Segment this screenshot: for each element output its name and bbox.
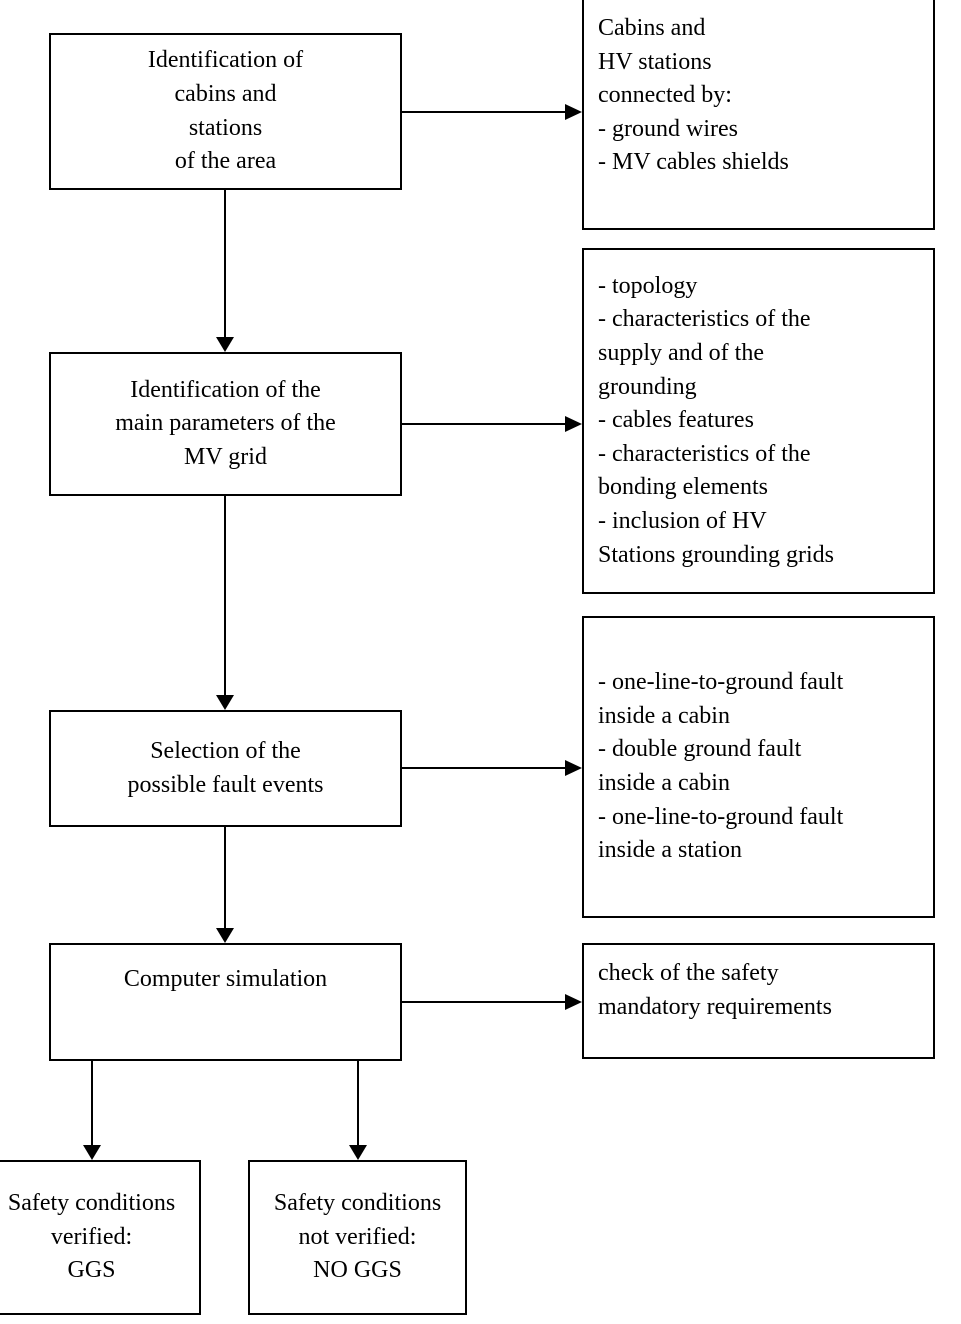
note-label: - one-line-to-ground fault inside a cabi… bbox=[598, 669, 844, 864]
connector-step2-note2 bbox=[402, 423, 567, 425]
connector-simulation-not-verified bbox=[357, 1061, 359, 1147]
connector-step4-note4 bbox=[402, 1001, 567, 1003]
step-box-computer-simulation: Computer simulation bbox=[49, 943, 402, 1061]
connector-step2-step3 bbox=[224, 496, 226, 697]
arrow-down-icon bbox=[216, 695, 234, 710]
step-label: Identification of cabins and stations of… bbox=[147, 47, 304, 175]
step-label: Computer simulation bbox=[123, 966, 328, 992]
note-label: - topology - characteristics of the supp… bbox=[598, 272, 835, 568]
arrow-down-icon bbox=[216, 928, 234, 943]
note-box-safety-check: check of the safety mandatory requiremen… bbox=[582, 943, 935, 1059]
note-box-parameters: - topology - characteristics of the supp… bbox=[582, 248, 935, 594]
arrow-right-icon bbox=[565, 760, 582, 776]
note-box-fault-events: - one-line-to-ground fault inside a cabi… bbox=[582, 616, 935, 918]
step-label: Identification of the main parameters of… bbox=[115, 376, 336, 470]
step-box-identification-cabins: Identification of cabins and stations of… bbox=[49, 33, 402, 190]
arrow-right-icon bbox=[565, 994, 582, 1010]
outcome-label: Safety conditions verified: GGS bbox=[7, 1190, 176, 1284]
connector-step3-note3 bbox=[402, 767, 567, 769]
step-box-selection-faults: Selection of the possible fault events bbox=[49, 710, 402, 827]
outcome-box-not-verified-no-ggs: Safety conditions not verified: NO GGS bbox=[248, 1160, 467, 1315]
arrow-right-icon bbox=[565, 104, 582, 120]
arrow-right-icon bbox=[565, 416, 582, 432]
note-label: check of the safety mandatory requiremen… bbox=[598, 960, 832, 1020]
note-label: Cabins and HV stations connected by: - g… bbox=[598, 15, 789, 176]
outcome-label: Safety conditions not verified: NO GGS bbox=[273, 1190, 442, 1284]
note-box-connections: Cabins and HV stations connected by: - g… bbox=[582, 0, 935, 230]
connector-step1-step2 bbox=[224, 190, 226, 339]
connector-step1-note1 bbox=[402, 111, 567, 113]
step-label: Selection of the possible fault events bbox=[127, 737, 324, 798]
connector-simulation-verified bbox=[91, 1061, 93, 1147]
arrow-down-icon bbox=[83, 1145, 101, 1160]
step-box-identification-parameters: Identification of the main parameters of… bbox=[49, 352, 402, 496]
arrow-down-icon bbox=[216, 337, 234, 352]
outcome-box-verified-ggs: Safety conditions verified: GGS bbox=[0, 1160, 201, 1315]
connector-step3-step4 bbox=[224, 827, 226, 930]
arrow-down-icon bbox=[349, 1145, 367, 1160]
